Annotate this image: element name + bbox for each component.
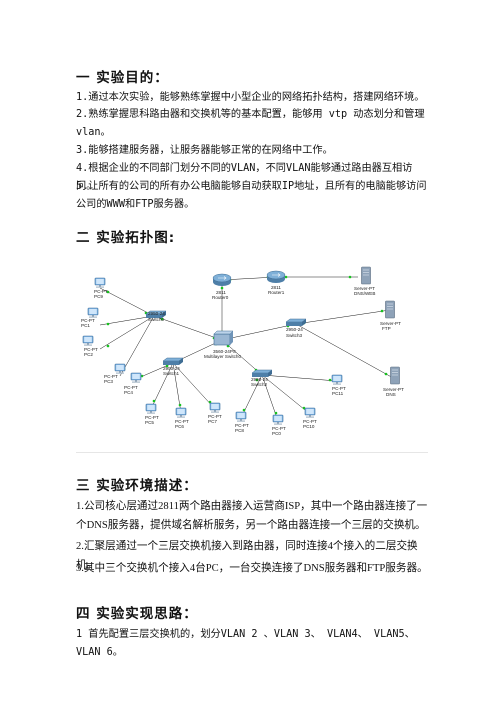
pc5-node[interactable]: PC-PT PC5 [145,403,159,425]
svg-text:PC-PT: PC-PT [332,386,346,391]
svg-text:PC-PT: PC-PT [303,419,317,424]
pc9-node[interactable]: PC-PT PC9 [94,277,108,299]
router1-name: Router1 [268,290,285,295]
multilayer-switch-node[interactable]: 3560-24PS Multilayer Switch0 [204,330,241,359]
svg-text:PC3: PC3 [104,379,113,384]
switch3-name: Switch3 [286,333,303,338]
pc4-node[interactable]: PC-PT PC4 [124,372,142,395]
svg-text:PC1: PC1 [81,323,90,328]
topology-links [99,276,396,422]
svg-text:PC6: PC6 [175,424,184,429]
network-topology-diagram: 2811 Router0 2811 Router1 Server-PT DNS/… [76,258,428,448]
pc6-node[interactable]: PC-PT PC6 [175,407,189,429]
svg-text:PC-PT: PC-PT [84,347,98,352]
svg-text:PC0: PC0 [272,431,281,436]
router1-node[interactable]: 2811 Router1 [266,270,286,295]
server-dns-web-name: DNS/WEB [354,291,375,296]
server-dns-name: DNS [386,392,396,397]
svg-text:PC8: PC8 [235,428,244,433]
svg-text:PC-PT: PC-PT [124,385,138,390]
svg-text:PC4: PC4 [124,390,133,395]
link-status-dots [106,275,388,415]
server-dns-node[interactable]: Server-PT DNS [383,366,404,397]
mls-model: 3560-24PS [213,349,236,354]
pc3-node[interactable]: PC-PT PC3 [104,363,126,384]
svg-text:PC10: PC10 [303,424,315,429]
switch2-node[interactable]: 2950-24 Switch2 [251,369,273,387]
svg-text:PC7: PC7 [208,419,217,424]
server-ftp-node[interactable]: Server-PT FTP [380,300,401,331]
svg-text:PC11: PC11 [332,391,344,396]
switch0-name: Switch0 [148,317,165,322]
purpose-item-4: 4.根据企业的不同部门划分不同的VLAN，不同VLAN能够通过路由器互相访问。 [76,163,413,192]
section-title-purpose: 一 实验目的： [76,70,169,86]
purpose-item-1: 1.通过本次实验，能够熟练掌握中小型企业的网络拓扑结构，搭建网络环境。 [76,92,425,103]
mls-name: Multilayer Switch0 [204,354,241,359]
environment-item-1: 1.公司核心层通过2811两个路由器接入运营商ISP，其中一个路由器连接了一个D… [76,501,428,531]
router1-model: 2811 [271,285,281,290]
switch1-name: Switch1 [163,371,180,376]
purpose-item-2: 2.熟练掌握思科路由器和交换机等的基本配置，能够用 vtp 动态划分和管理vla… [76,109,425,138]
svg-text:PC5: PC5 [145,420,154,425]
purpose-item-5: 5.让所有的公司的所有办公电脑能够自动获取IP地址，且所有的电脑能够访问公司的W… [76,181,427,210]
svg-text:PC-PT: PC-PT [104,374,118,379]
server-dns-model: Server-PT [383,387,404,392]
pc2-node[interactable]: PC-PT PC2 [82,335,98,357]
switch3-node[interactable]: 2950-24 Switch3 [285,318,307,338]
switch0-model: 2950-24 [148,311,165,316]
pc10-node[interactable]: PC-PT PC10 [303,407,317,429]
svg-text:PC-PT: PC-PT [175,419,189,424]
svg-text:PC-PT: PC-PT [94,289,108,294]
svg-text:PC-PT: PC-PT [235,423,249,428]
switch1-model: 2950-24 [163,366,180,371]
section-title-environment: 三 实验环境描述： [76,478,198,494]
pc11-node[interactable]: PC-PT PC11 [331,374,346,396]
server-ftp-model: Server-PT [380,321,401,326]
router0-model: 2811 [216,290,226,295]
pc7-node[interactable]: PC-PT PC7 [208,402,222,424]
topology-svg: 2811 Router0 2811 Router1 Server-PT DNS/… [81,266,404,436]
section-title-approach: 四 实验实现思路： [76,606,198,622]
svg-text:PC9: PC9 [94,294,103,299]
server-dns-web-node[interactable]: Server-PT DNS/WEB [354,266,375,296]
environment-item-2: 2.汇聚层通过一个三层交换机接入到路由器，同时连接4个接入的二层交换机。 [76,541,418,571]
switch2-name: Switch2 [251,382,268,387]
router0-name: Router0 [212,295,229,300]
switch2-model: 2950-24 [251,377,268,382]
approach-item-1: 1 首先配置三层交换机的，划分VLAN 2 、VLAN 3、 VLAN4、 VL… [76,629,415,658]
server-dns-web-model: Server-PT [354,286,375,291]
switch0-node[interactable]: 2950-24 Switch0 [145,310,167,322]
pc1-node[interactable]: PC-PT PC1 [81,307,99,328]
pc0-node[interactable]: PC-PT PC0 [272,414,286,436]
switch3-model: 2950-24 [286,327,303,332]
svg-text:PC2: PC2 [84,352,93,357]
server-ftp-name: FTP [382,326,391,331]
switch1-node[interactable]: 2950-24 Switch1 [162,357,184,376]
purpose-item-3: 3.能够搭建服务器，让服务器能够正常的在网络中工作。 [76,145,333,156]
environment-item-3: 3.其中三个交换机个接入4台PC，一台交换连接了DNS服务器和FTP服务器。 [76,563,428,574]
svg-text:PC-PT: PC-PT [208,414,222,419]
svg-text:PC-PT: PC-PT [145,415,159,420]
svg-text:PC-PT: PC-PT [272,426,286,431]
router0-node[interactable]: 2811 Router0 [212,273,232,300]
pc8-node[interactable]: PC-PT PC8 [235,411,249,433]
svg-text:PC-PT: PC-PT [81,318,95,323]
divider [76,452,428,453]
section-title-topology: 二 实验拓扑图: [76,230,176,246]
